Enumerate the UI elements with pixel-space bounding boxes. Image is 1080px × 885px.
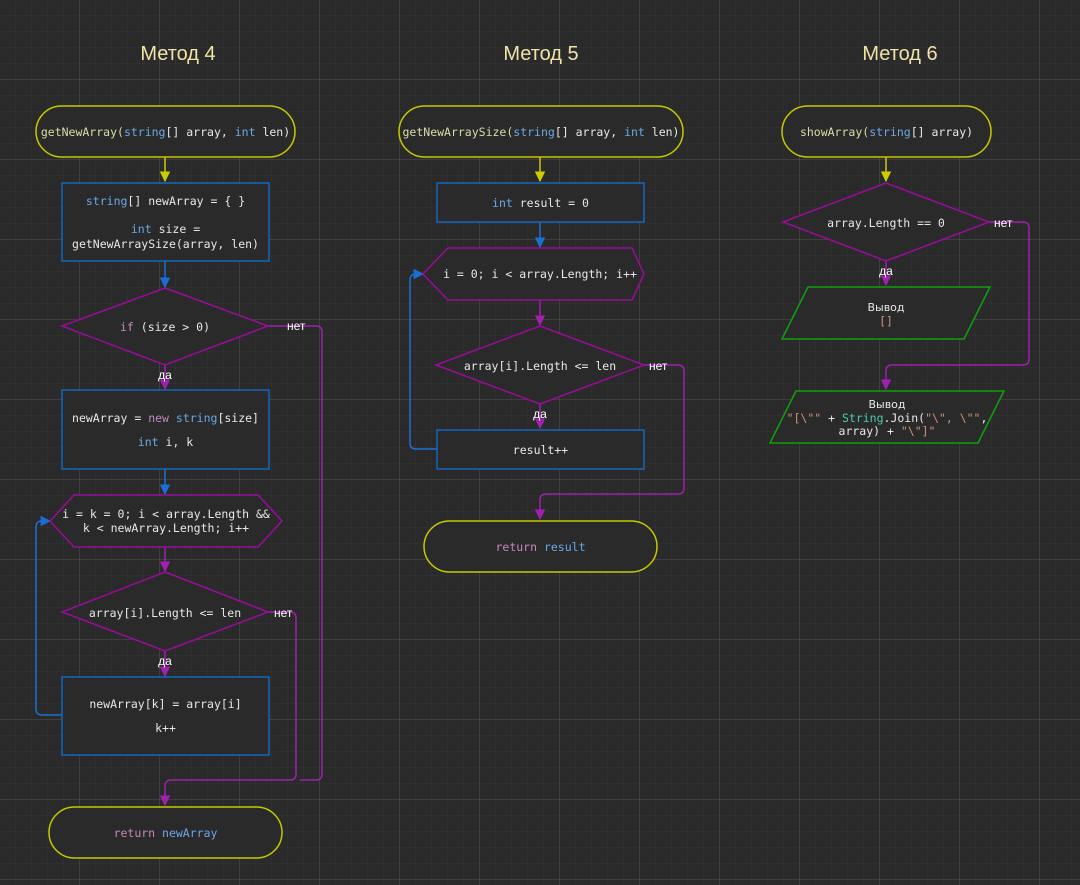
m6-decision-empty-yes: да: [879, 264, 893, 278]
m6-output-join: [768, 390, 1006, 444]
m5-decision-length-no: нет: [649, 359, 668, 373]
m4-decision-length-no: нет: [274, 606, 293, 620]
method-6-title: Метод 6: [862, 43, 937, 65]
m6-output-join-line2: "[\"" + String.Join("\", \"",: [787, 411, 988, 425]
m4-process-init-line3: getNewArraySize(array, len): [72, 237, 259, 251]
m5-decision-length: [433, 325, 647, 405]
m4-process-assign-line1: newArray[k] = array[i]: [89, 697, 241, 711]
m4-start-terminal: [35, 105, 296, 158]
method-5-title: Метод 5: [503, 43, 578, 65]
m4-process-alloc: [61, 389, 270, 470]
m5-start-terminal: [398, 105, 684, 158]
m5-decision-length-yes: да: [533, 407, 547, 421]
m5-end-terminal: [423, 520, 658, 573]
m4-decision-length-text: array[i].Length <= len: [89, 606, 241, 620]
m5-loop-text: i = 0; i < array.Length; i++: [443, 267, 637, 281]
m6-arrow-d1-no: [880, 221, 1030, 391]
m6-output-join-line1: Вывод: [868, 398, 905, 411]
m4-process-init-line2: int size =: [131, 222, 200, 236]
m4-process-alloc-line1: newArray = new string[size]: [72, 411, 259, 425]
m6-decision-empty-no: нет: [994, 216, 1013, 230]
m6-decision-empty-text: array.Length == 0: [827, 216, 945, 230]
m6-output-empty: [780, 286, 992, 340]
m4-decision-size: [59, 287, 271, 366]
m4-decision-length: [59, 571, 271, 652]
m4-decision-length-yes: да: [158, 654, 172, 668]
m5-process-increment-text: result++: [513, 443, 568, 457]
m5-process-increment: [436, 429, 645, 470]
m5-arrow-loop-back: [409, 268, 437, 450]
m4-process-init: [61, 182, 270, 262]
m5-process-init-text: int result = 0: [492, 196, 589, 210]
m6-decision-empty: [780, 182, 992, 262]
m6-output-join-line3: array) + "\"]": [839, 424, 936, 438]
m5-loop-for: [421, 247, 645, 301]
method-4-title: Метод 4: [140, 43, 215, 65]
m4-process-init-line1: string[] newArray = { }: [86, 194, 245, 208]
m4-process-alloc-line2: int i, k: [138, 435, 193, 449]
method-6-flowchart: showArray(string[] array) array.Length =…: [768, 105, 1030, 444]
m4-process-assign-line2: k++: [155, 721, 176, 735]
m4-decision-size-text: if (size > 0): [120, 320, 210, 334]
m5-arrow-d1-no: [534, 364, 685, 521]
m4-decision-size-no: нет: [287, 319, 306, 333]
m4-arrow-loop-back: [35, 515, 62, 716]
m5-end-text: return result: [495, 540, 585, 554]
m4-start-text: getNewArray(string[] array, int len): [41, 125, 290, 139]
method-5-flowchart: getNewArraySize(string[] array, int len)…: [398, 105, 685, 573]
m4-arrow-d2-no: [159, 611, 297, 807]
m5-process-init: [436, 182, 645, 223]
m6-start-terminal: [781, 105, 992, 158]
m6-output-empty-line2: []: [879, 314, 893, 328]
m4-end-text: return newArray: [114, 826, 218, 840]
m4-loop-line2: k < newArray.Length; i++: [83, 521, 249, 535]
m5-start-text: getNewArraySize(string[] array, int len): [403, 125, 680, 139]
m4-process-assign: [61, 676, 270, 756]
m4-end-terminal: [48, 806, 283, 859]
m4-arrow-d1-no: [268, 325, 323, 781]
m6-start-text: showArray(string[] array): [800, 125, 973, 139]
method-4-flowchart: getNewArray(string[] array, int len) str…: [35, 105, 323, 859]
m5-decision-length-text: array[i].Length <= len: [464, 359, 616, 373]
m6-output-empty-line1: Вывод: [867, 301, 904, 314]
m4-loop-line1: i = k = 0; i < array.Length &&: [62, 507, 270, 521]
m4-loop-for: [48, 494, 284, 548]
m4-decision-size-yes: да: [158, 368, 172, 382]
